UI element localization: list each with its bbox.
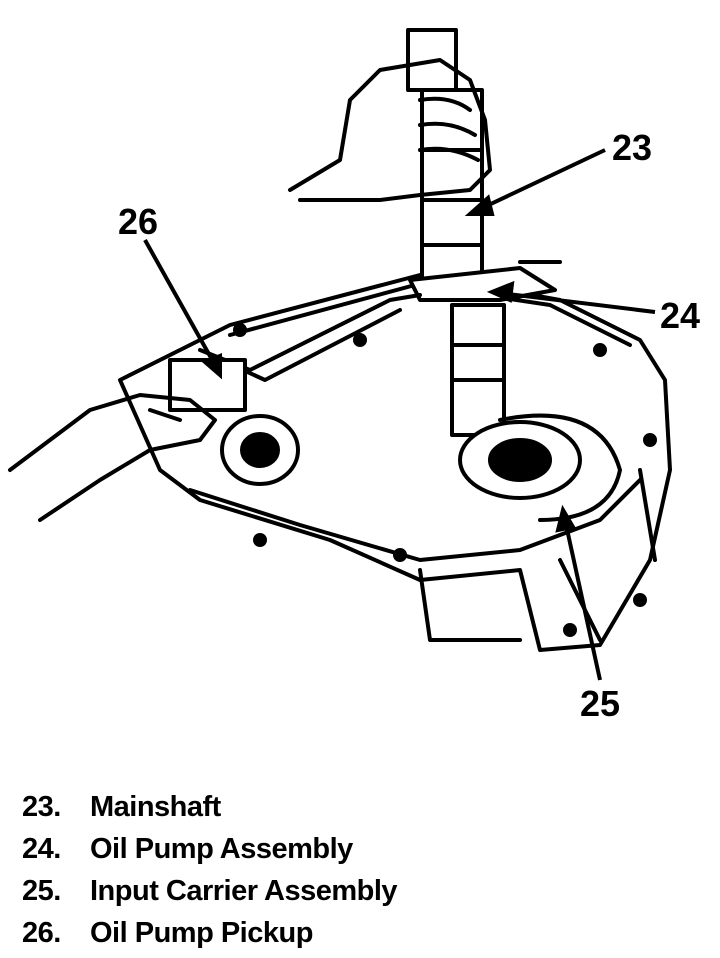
legend-item-mainshaft: 23. Mainshaft xyxy=(22,786,702,828)
arrowhead-26 xyxy=(201,353,222,380)
arrowhead-25 xyxy=(555,504,577,533)
leader-23 xyxy=(477,148,606,212)
legend-number: 25. xyxy=(22,875,61,907)
leader-26 xyxy=(143,239,217,366)
legend-label: Oil Pump Assembly xyxy=(90,833,353,865)
legend-label: Input Carrier Assembly xyxy=(90,875,398,907)
legend-item-oil-pump-assembly: 24. Oil Pump Assembly xyxy=(22,828,702,870)
legend-item-oil-pump-pickup: 26. Oil Pump Pickup xyxy=(22,912,702,954)
legend-number: 23. xyxy=(22,791,61,823)
hand-lower xyxy=(8,393,217,522)
transmission-illustration: 23 24 25 26 xyxy=(8,28,700,724)
legend-label: Oil Pump Pickup xyxy=(90,917,313,949)
legend-number: 24. xyxy=(22,833,61,865)
legend-number: 26. xyxy=(22,917,61,949)
legend-label: Mainshaft xyxy=(90,791,221,823)
callout-26: 26 xyxy=(118,201,158,242)
case-outline xyxy=(118,273,672,652)
hand-upper xyxy=(288,58,492,202)
arrowhead-23 xyxy=(464,194,495,216)
pickup-body xyxy=(168,358,247,412)
callout-24: 24 xyxy=(660,295,700,336)
legend: 23. Mainshaft 24. Oil Pump Assembly 25. … xyxy=(22,786,702,954)
leader-24 xyxy=(499,291,656,314)
mainshaft-lower xyxy=(450,303,506,437)
leader-25 xyxy=(563,519,602,681)
case-flange xyxy=(188,478,642,562)
callout-25: 25 xyxy=(580,683,620,724)
legend-item-input-carrier-assembly: 25. Input Carrier Assembly xyxy=(22,870,702,912)
callout-23: 23 xyxy=(612,127,652,168)
arrowhead-24 xyxy=(486,280,515,303)
